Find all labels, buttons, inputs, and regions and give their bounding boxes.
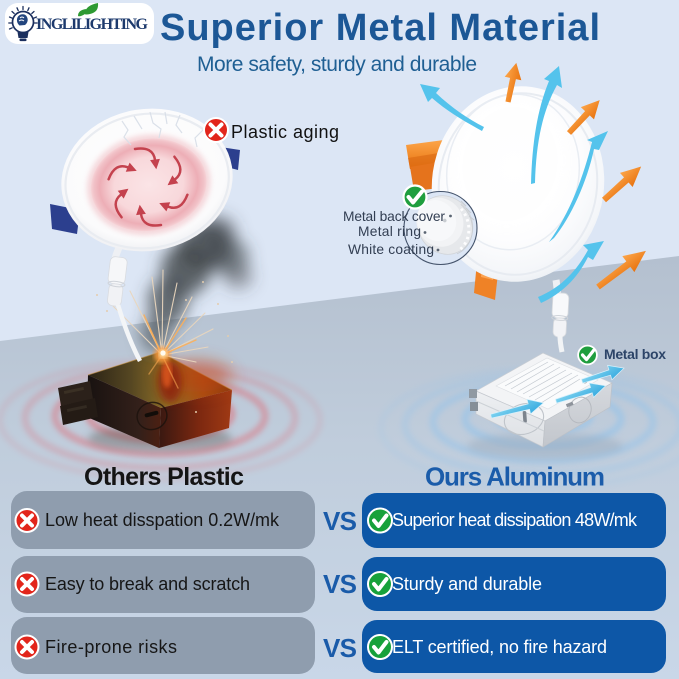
svg-text:Sturdy and durable: Sturdy and durable — [392, 574, 542, 594]
svg-text:INGLILIGHTING: INGLILIGHTING — [36, 16, 149, 33]
svg-text:VS: VS — [323, 506, 357, 536]
svg-text:Superior heat dissipation 48W/: Superior heat dissipation 48W/mk — [392, 510, 638, 530]
svg-text:Fire-prone risks: Fire-prone risks — [45, 637, 177, 657]
svg-text:ELT certified, no fire hazard: ELT certified, no fire hazard — [392, 637, 607, 657]
svg-text:White coating: White coating — [348, 242, 434, 257]
svg-text:Metal ring: Metal ring — [358, 224, 421, 239]
svg-text:Low heat disspation 0.2W/mk: Low heat disspation 0.2W/mk — [45, 510, 280, 530]
svg-text:VS: VS — [323, 569, 357, 599]
svg-text:Metal box: Metal box — [604, 346, 666, 362]
svg-text:Superior Metal Material: Superior Metal Material — [160, 7, 600, 49]
svg-text:Plastic aging: Plastic aging — [231, 122, 339, 142]
svg-text:Metal back cover: Metal back cover — [343, 209, 445, 224]
svg-text:VS: VS — [323, 633, 357, 663]
svg-text:More safety, sturdy and durabl: More safety, sturdy and durable — [197, 53, 477, 76]
svg-text:Easy to break and scratch: Easy to break and scratch — [45, 574, 250, 594]
svg-text:Ours Aluminum: Ours Aluminum — [425, 462, 605, 492]
svg-text:Others Plastic: Others Plastic — [84, 463, 244, 491]
